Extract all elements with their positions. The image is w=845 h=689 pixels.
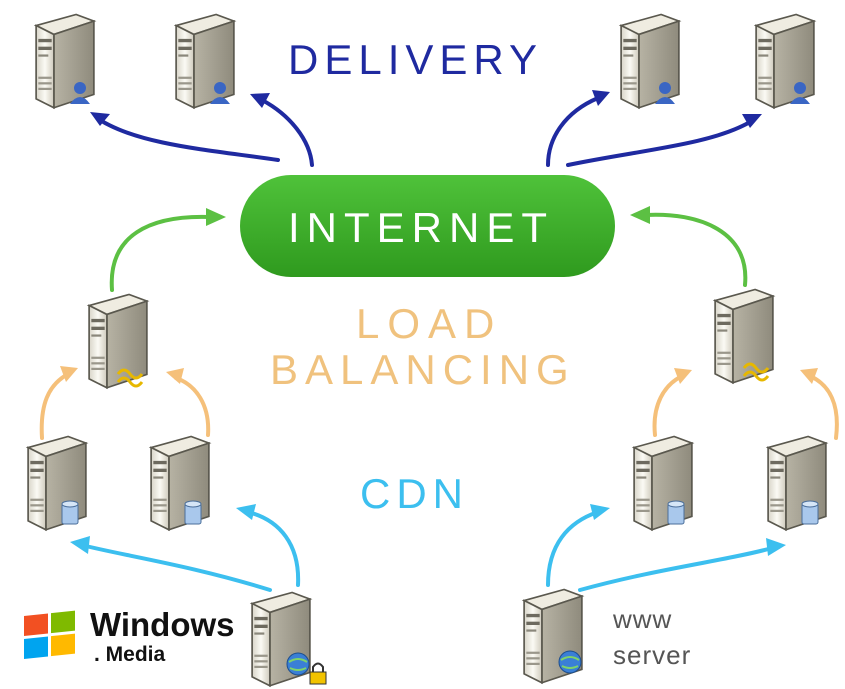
cdn-label: CDN: [360, 470, 469, 517]
server-user-icon: [620, 13, 680, 109]
www-server-label-line1: www: [613, 604, 673, 634]
delivery-arrow: [566, 120, 752, 167]
server-globe-icon: [523, 588, 583, 684]
cdn-arrowhead: [70, 536, 90, 554]
windows-media-label-line1: Windows: [90, 606, 235, 643]
server-database-icon: [150, 435, 210, 531]
delivery-label: DELIVERY: [288, 36, 543, 83]
lb-arrowhead: [166, 368, 184, 384]
server-globe-lock-icon: [251, 591, 327, 687]
lb-arrow: [174, 376, 211, 437]
cdn-arrow: [546, 510, 600, 587]
internet-arrowhead: [206, 208, 226, 226]
delivery-arrow: [260, 98, 314, 167]
delivery-arrowhead: [250, 93, 270, 108]
cdn-arrow: [578, 546, 774, 592]
server-user-icon: [175, 13, 235, 109]
server-database-icon: [633, 435, 693, 531]
internet-arrow: [109, 214, 212, 292]
delivery-arrow: [546, 96, 600, 167]
cdn-arrowhead: [590, 504, 610, 520]
internet-label: INTERNET: [288, 204, 554, 251]
cdn-arrow: [80, 543, 272, 592]
windows-media-label-line2: . Media: [94, 643, 166, 666]
lb-arrow: [39, 372, 70, 440]
delivery-arrow: [98, 118, 280, 162]
server-user-icon: [35, 13, 95, 109]
cdn-arrowhead: [766, 538, 786, 556]
load-balancing-label-line1: LOAD: [356, 300, 503, 347]
lb-arrowhead: [800, 368, 818, 384]
lb-arrowhead: [60, 366, 78, 382]
windows-flag-icon: [24, 610, 75, 659]
delivery-arrowhead: [90, 112, 110, 126]
internet-arrowhead: [630, 206, 650, 224]
server-balancer-icon: [88, 293, 148, 389]
cdn-arrowhead: [236, 504, 256, 520]
lb-arrowhead: [674, 368, 692, 384]
lb-arrow: [652, 374, 684, 437]
lb-arrow: [808, 374, 839, 440]
server-balancer-icon: [714, 288, 774, 384]
server-user-icon: [755, 13, 815, 109]
cdn-arrow: [246, 510, 301, 587]
internet-node: [240, 175, 615, 277]
www-server-label-line2: server: [613, 640, 692, 670]
delivery-arrowhead: [742, 114, 762, 128]
server-database-icon: [767, 435, 827, 531]
delivery-arrowhead: [592, 90, 610, 106]
server-database-icon: [27, 435, 87, 531]
load-balancing-label-line2: BALANCING: [270, 346, 576, 393]
internet-arrow: [643, 212, 748, 287]
